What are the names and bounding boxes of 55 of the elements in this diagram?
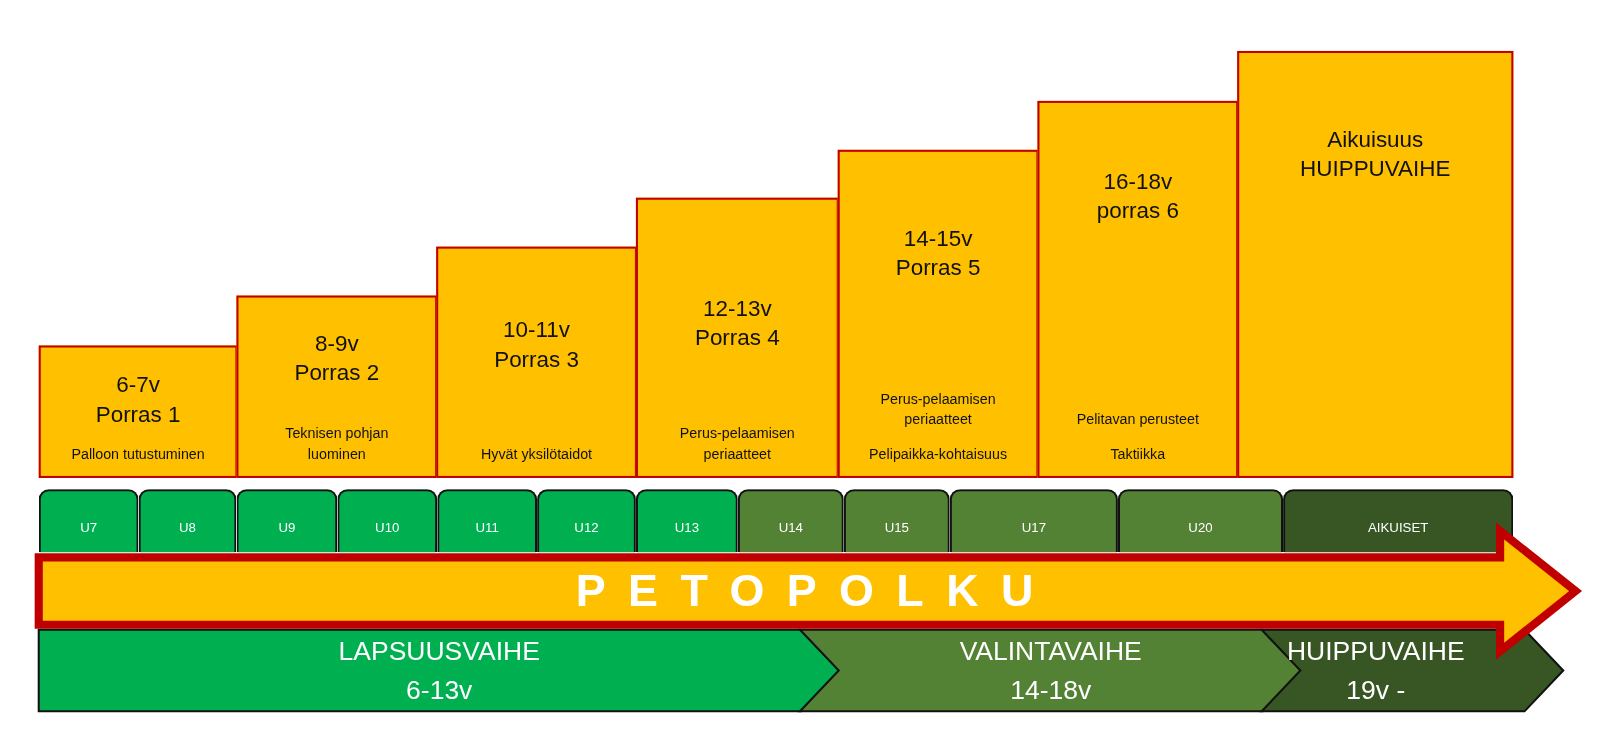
- step-box: [635, 197, 839, 478]
- age-group-tab: [949, 489, 1118, 553]
- step-box: [837, 149, 1039, 478]
- age-group-label: U8: [179, 519, 196, 538]
- age-group-tab: [537, 489, 636, 553]
- age-group-tab: [737, 489, 844, 553]
- age-group-label: U15: [884, 519, 909, 538]
- step-description: Pelipaikka-kohtaisuus: [869, 444, 1008, 464]
- step-heading: Aikuisuus HUIPPUVAIHE: [1299, 125, 1452, 184]
- step-description: Perus-pelaamisen periaatteet: [879, 389, 997, 429]
- age-group-tab: [1283, 489, 1514, 553]
- banner-title: PETOPOLKU: [575, 565, 1056, 617]
- phase-age-range: 19v -: [1346, 673, 1406, 708]
- age-group-label: U20: [1188, 519, 1213, 538]
- age-group-tab: [437, 489, 538, 553]
- phase-name: LAPSUUSVAIHE: [338, 634, 540, 669]
- age-group-tab: [843, 489, 950, 553]
- step-heading: 8-9v Porras 2: [293, 329, 381, 388]
- age-group-label: U12: [574, 519, 599, 538]
- age-group-tab: [138, 489, 237, 553]
- phase-age-range: 14-18v: [1010, 673, 1092, 708]
- age-group-label: U11: [475, 519, 499, 538]
- step-description: Teknisen pohjan luominen: [284, 423, 390, 464]
- phase-name: VALINTAVAIHE: [959, 634, 1142, 669]
- step-box: [38, 345, 238, 478]
- phase-name: HUIPPUVAIHE: [1286, 634, 1465, 669]
- age-group-tab: [635, 489, 738, 553]
- step-description: Perus-pelaamisen periaatteet: [678, 423, 796, 464]
- age-group-label: U13: [674, 519, 699, 538]
- step-box: [1037, 100, 1239, 478]
- age-group-label: U9: [278, 519, 296, 538]
- age-group-tab: [38, 489, 139, 553]
- age-group-label: AIKUISET: [1368, 519, 1429, 538]
- phase-age-range: 6-13v: [406, 673, 473, 708]
- age-group-label: U17: [1021, 519, 1047, 538]
- age-group-tab: [236, 489, 338, 553]
- step-description: Palloon tutustuminen: [71, 444, 205, 464]
- step-description: Taktiikka: [1110, 444, 1166, 464]
- step-heading: 10-11v Porras 3: [493, 315, 580, 374]
- phase-band: [1261, 629, 1564, 712]
- age-group-label: U14: [778, 519, 803, 538]
- step-description: Hyvät yksilötaidot: [481, 444, 593, 464]
- step-heading: 12-13v Porras 4: [693, 294, 781, 353]
- step-description: Pelitavan perusteet: [1076, 409, 1199, 429]
- step-heading: 16-18v porras 6: [1095, 167, 1180, 226]
- step-box: [436, 246, 637, 478]
- step-box: [1237, 50, 1514, 478]
- step-box: [236, 295, 438, 478]
- age-group-tab: [337, 489, 438, 553]
- age-group-label: U7: [80, 519, 98, 538]
- age-group-tab: [1117, 489, 1284, 553]
- step-heading: 6-7v Porras 1: [94, 370, 182, 429]
- age-group-label: U10: [375, 519, 400, 538]
- phase-band: [38, 629, 840, 712]
- step-heading: 14-15v Porras 5: [894, 224, 982, 283]
